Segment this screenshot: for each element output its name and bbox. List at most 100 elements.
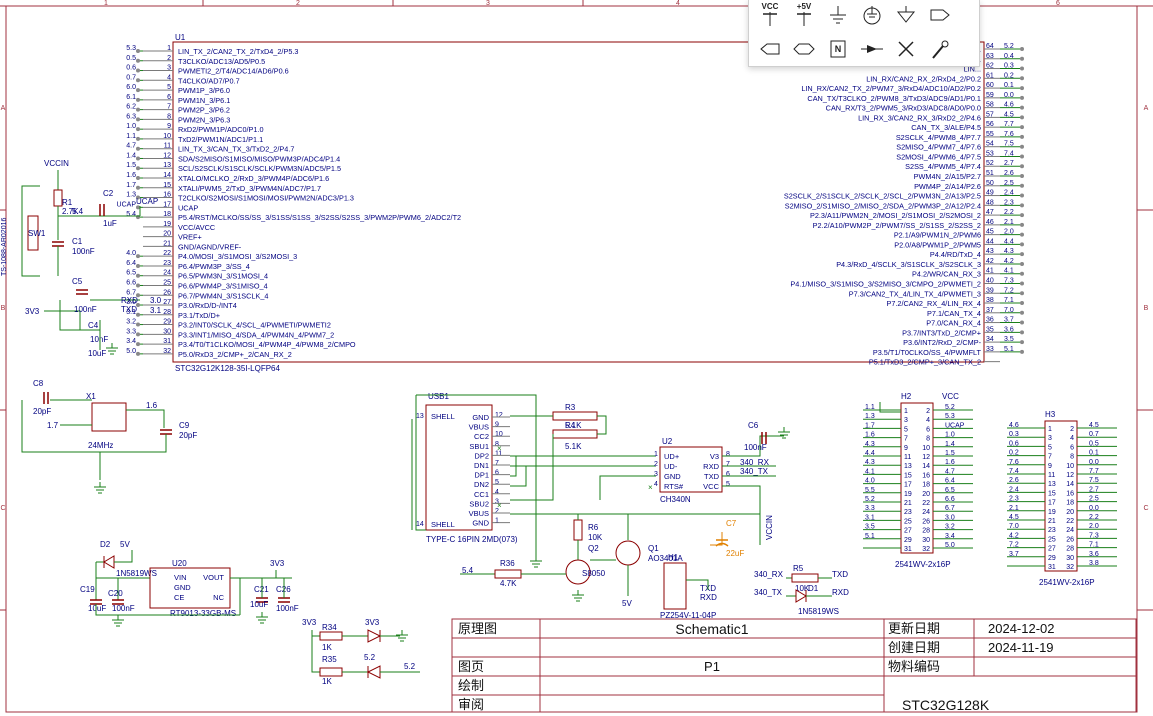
c5-capacitor [76,289,88,295]
u1-pin-number: 44 [986,238,994,245]
h2-pin-number: 30 [922,537,930,544]
frame-row-letter: B [1144,305,1149,312]
u1-pin-number: 58 [986,102,994,109]
net-port [1020,174,1024,179]
d1-part-number: 1N5819WS [798,607,839,616]
wire [126,409,165,428]
u1-net-label: 3.4 [126,338,136,345]
h3-pin-number: 20 [1066,509,1074,516]
u1-pin-number: 9 [167,123,171,130]
u1-pin-name: P4.3/RxD_4/SCLK_3/S1SCLK_3/S2SCLK_3 [836,260,981,269]
wire [44,310,81,330]
h3-net-label: 7.7 [1089,468,1099,475]
net-port-left-tool[interactable] [755,36,785,62]
u1-pin-name: P2.1/A9/PWM1N_2/PWM6 [894,231,981,240]
h2-pin-number: 6 [926,426,930,433]
net-port [136,185,140,190]
sw1-ref: SW1 [28,229,46,238]
ground-tool[interactable] [823,2,853,28]
earth-ground-tool[interactable] [857,2,887,28]
wire [722,485,761,545]
h2-pin-number: 18 [922,482,930,489]
title-updated-label: 更新日期 [888,621,940,636]
usb1-pin-number: 8 [495,441,499,448]
u1-net-label: 3.2 [126,319,136,326]
u1-net-label: 7.1 [1004,297,1014,304]
wire [100,434,167,453]
u1-pin-name: PWM1P_3/P6.0 [178,86,230,95]
u1-net-label: 2.1 [1004,219,1014,226]
u1-pin-number: 25 [163,279,171,286]
net-port [1020,183,1024,188]
net-port [1020,330,1024,335]
net-label-54: 5.4 [462,566,474,575]
net-port [1020,115,1024,120]
u1-pin-name: P3.2/INT0/SCLK_4/SCL_4/PWMETI/PWMETI2 [178,321,331,330]
title-drawing-label: 原理图 [458,621,497,636]
net-port-right-tool[interactable] [925,2,955,28]
probe-tool[interactable] [925,36,955,62]
h3-pin-number: 3 [1048,435,1052,442]
q2-value: S8050 [582,569,606,578]
frame-row-letter: C [1143,505,1148,512]
v33-label: 3V3 [302,618,317,627]
ground-icon [830,6,846,24]
u1-net-label: 4.7 [126,143,136,150]
h3-part-number: 2541WV-2x16P [1039,578,1095,587]
u1-net-label: 3.0 [126,299,136,306]
q2-transistor [565,559,591,585]
usb1-pin-name: DP2 [474,451,489,460]
junction-tool[interactable] [857,36,887,62]
net-port [1020,281,1024,286]
c1-ref: C1 [72,237,83,246]
h2-pin-number: 25 [904,518,912,525]
plus5v-tool[interactable]: +5V [789,2,819,28]
net-label-tool[interactable]: N [823,36,853,62]
net-port [136,88,140,93]
h1-part-number: PZ254V-11-04P [660,611,716,620]
u1-net-label: 1.7 [126,182,136,189]
signal-ground-tool[interactable] [891,2,921,28]
no-connect-tool[interactable] [891,36,921,62]
r3-resistor [552,411,598,421]
u1-pin-name: P2.3/A11/PWM2N_2/MOSI_2/S1MOSI_2/S2MOSI_… [810,211,981,220]
h2-net-label: 5.1 [865,533,875,540]
net-port [136,97,140,102]
vcc-tool[interactable]: VCC [755,2,785,28]
u1-pin-number: 52 [986,160,994,167]
net-port [1020,144,1024,149]
x1-ref: X1 [86,392,96,401]
u1-pin-number: 38 [986,297,994,304]
usb1-pin-number: 2 [495,508,499,515]
h2-pin-number: 22 [922,500,930,507]
u1-pin-name: P4.4/RD/TxD_4 [930,250,981,259]
u1-pin-name: S2MISO_4/PWM7_4/P7.6 [896,143,981,152]
340-rx-label: 340_RX [754,570,784,579]
net-port [1020,349,1024,354]
ch340-pin-number: 4 [654,481,658,488]
h3-pin-number: 8 [1070,454,1074,461]
c7-capacitor-plate [715,542,729,547]
u1-pin-number: 34 [986,336,994,343]
usb1-pin-name: VBUS [469,423,489,432]
wire [686,579,709,590]
h3-net-label: 4.5 [1089,422,1099,429]
r4-value: 5.1K [565,442,582,451]
h2-net-label: 3.3 [865,505,875,512]
u1-net-label: 4.0 [126,250,136,257]
usb1-pin-name: DN1 [474,461,489,470]
h2-pin-number: 20 [922,491,930,498]
340-rx-label: 340_RX [740,458,770,467]
ch340-pin-number: 2 [654,461,658,468]
ground-symbol [396,630,408,642]
usb1-ref: USB1 [428,392,449,401]
title-page-label: 图页 [458,659,484,674]
u20-pin-name: GND [174,583,191,592]
h2-net-label: 4.7 [945,468,955,475]
u1-pin-number: 29 [163,319,171,326]
no-connect-mark: × [497,501,502,510]
net-port-bidir-tool[interactable] [789,36,819,62]
h2-net-label: 6.5 [945,487,955,494]
c20-ref: C20 [108,589,123,598]
